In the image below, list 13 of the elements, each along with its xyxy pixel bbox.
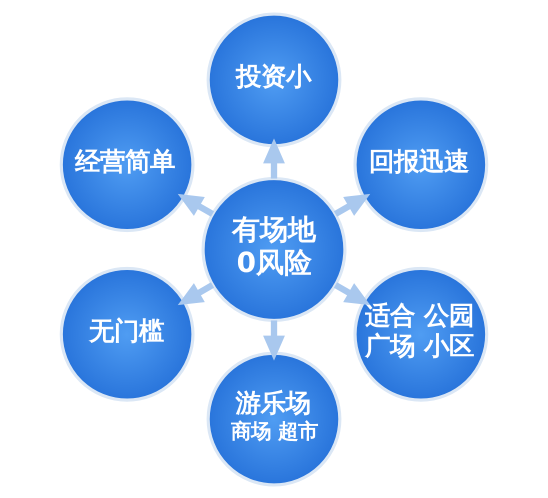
- arrow: [178, 282, 214, 305]
- node-circle: 适合 公园广场 小区: [353, 266, 488, 402]
- arrow: [334, 282, 370, 305]
- node-circle: 经营简单: [60, 96, 195, 232]
- node-circle: 有场地0风险: [202, 176, 346, 322]
- node-circle: 投资小: [206, 12, 342, 147]
- arrow: [263, 138, 285, 178]
- node-circle: 游乐场 商场 超市: [206, 351, 342, 486]
- arrow: [178, 193, 214, 216]
- node-circle: 回报迅速: [353, 96, 488, 232]
- node-circle: 无门槛: [60, 266, 195, 402]
- arrow: [334, 193, 370, 216]
- arrow: [263, 320, 285, 360]
